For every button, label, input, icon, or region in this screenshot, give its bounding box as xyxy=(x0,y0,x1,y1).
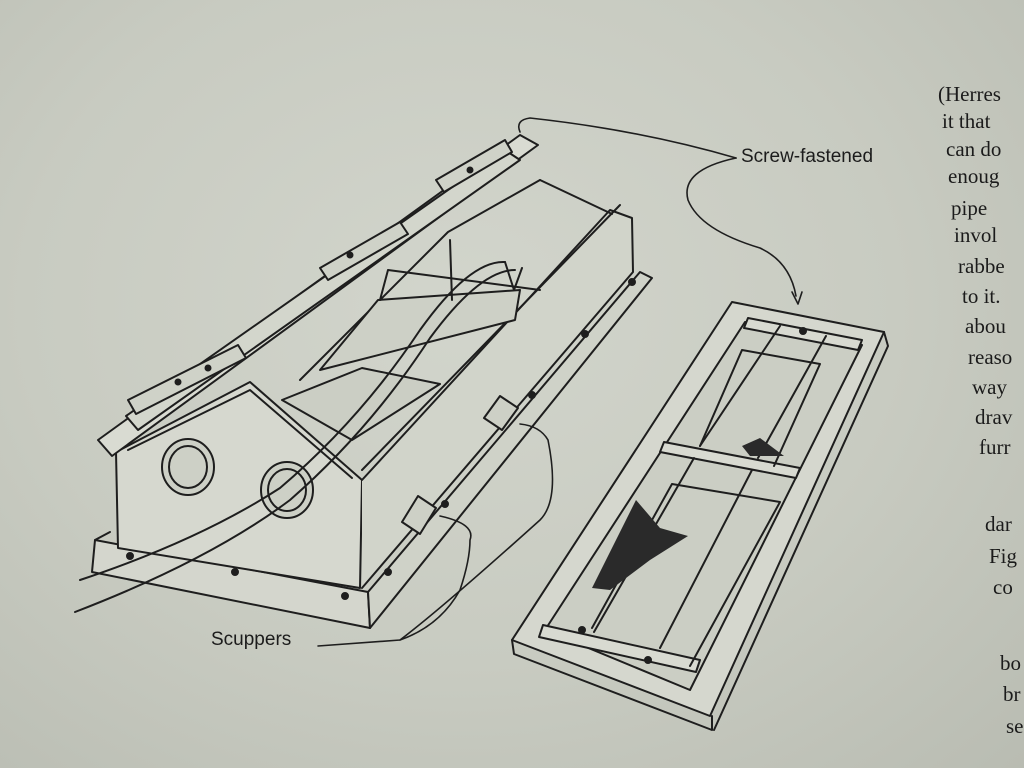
hinge-middle xyxy=(319,221,409,281)
body-text-line: (Herres xyxy=(938,82,1001,106)
body-text-line: rabbe xyxy=(958,254,1005,278)
scupper-front xyxy=(401,495,437,535)
body-text-line: br xyxy=(1003,682,1021,706)
planter-box-drawing xyxy=(74,134,653,629)
grate-crossbar-middle xyxy=(659,441,801,479)
body-text-line: can do xyxy=(946,137,1002,161)
body-text-line: dar xyxy=(985,512,1012,536)
leader-lines xyxy=(317,117,803,647)
grate-shadow xyxy=(592,500,688,590)
hose xyxy=(74,260,516,613)
body-text-line: it that xyxy=(942,109,991,133)
grate-drawing xyxy=(511,301,889,731)
body-text-line: invol xyxy=(954,223,998,247)
grate-crossbar-bottom xyxy=(538,624,701,673)
body-text-line: enoug xyxy=(948,164,1000,188)
screw-fastened-label: Screw-fastened xyxy=(741,146,874,167)
screw-leader-to-box xyxy=(517,117,737,159)
body-text-line: bo xyxy=(1000,651,1021,675)
scupper-back xyxy=(483,395,519,431)
body-text-line: drav xyxy=(975,405,1013,429)
body-text-line: to it. xyxy=(962,284,1001,308)
body-text-line: reaso xyxy=(968,345,1013,369)
body-text-line: way xyxy=(972,375,1007,399)
body-text-line: furr xyxy=(979,435,1011,459)
base-plank-side xyxy=(367,271,653,629)
scuppers-label: Scuppers xyxy=(211,629,292,650)
screw-leader-to-grate xyxy=(686,157,797,297)
hinge-left xyxy=(127,344,247,415)
body-text-line: Fig xyxy=(989,544,1018,568)
hinge-right xyxy=(435,139,513,193)
body-text-line: pipe xyxy=(951,196,988,220)
scuppers-leader xyxy=(317,515,472,647)
body-text-line: co xyxy=(993,575,1013,599)
body-text-line: abou xyxy=(965,314,1006,338)
body-text-line: se xyxy=(1006,714,1024,738)
